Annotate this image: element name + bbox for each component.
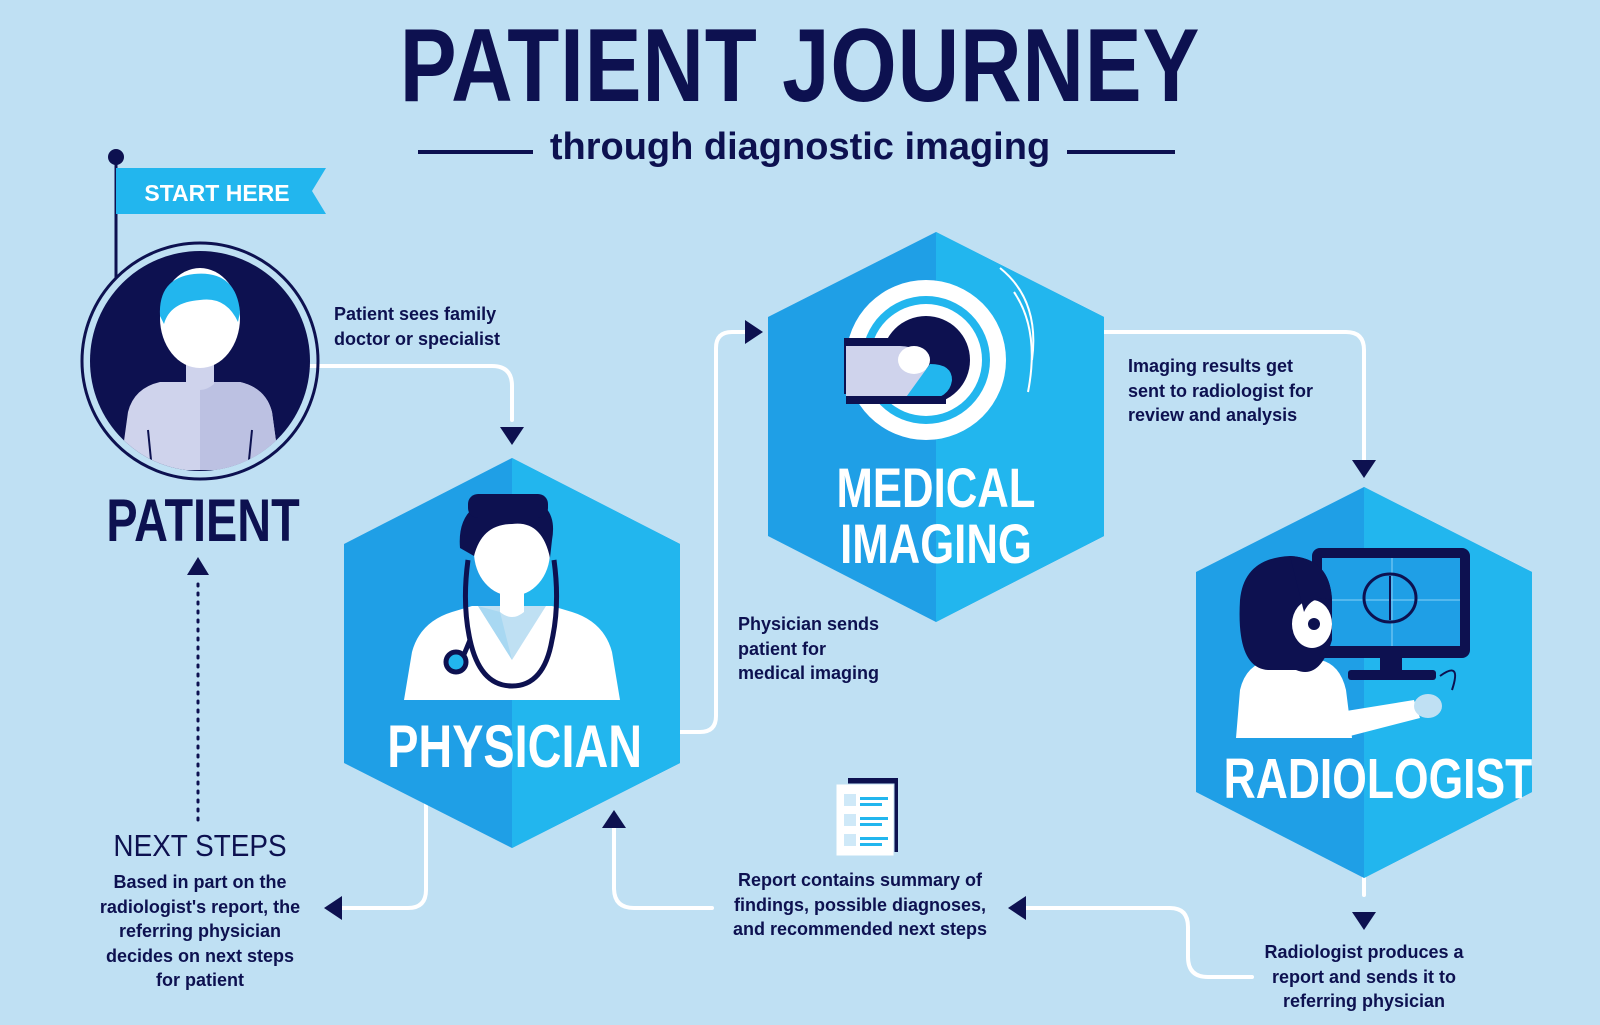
arrow-left-report [1008,896,1026,920]
next-steps-description: Based in part on the radiologist's repor… [72,870,328,993]
start-flag-label: START HERE [144,180,290,206]
step-text-line: Imaging results get [1128,356,1294,376]
start-flag [108,149,326,278]
connector-physician-to-next-steps [336,798,428,910]
step-physician-to-imaging: Physician sends patient for medical imag… [738,612,879,686]
connector-imaging-to-radiologist [1102,330,1366,462]
arrow-up-patient [187,557,209,575]
step-text-line: report and sends it to [1271,966,1457,987]
step-text-line: Patient sees family [334,304,497,324]
radiologist-label: RADIOLOGIST [1223,747,1533,811]
step-patient-to-physician: Patient sees family doctor or specialist [334,302,500,351]
arrow-right-imaging [745,320,763,344]
patient-icon [120,268,280,471]
connector-patient-to-physician [308,364,514,422]
arrow-down-radiologist [1352,460,1376,478]
arrow-down-physician [500,427,524,445]
connectors [308,330,1366,979]
patient-node [80,241,320,481]
step-text-line: and recommended next steps [732,919,988,939]
arrow-left-next-steps [324,896,342,920]
step-text-line: patient for [738,638,826,659]
medical-imaging-node [768,232,1104,622]
connector-report-to-physician [612,826,714,910]
step-text-line: doctor or specialist [334,328,501,349]
step-text-line: for patient [156,970,244,990]
page-title: PATIENT JOURNEY [399,8,1201,124]
report-document-icon [835,778,898,857]
step-text-line: Physician sends [738,614,880,634]
arrow-down-report [1352,912,1376,930]
step-text-line: decides on next steps [105,945,295,966]
step-text-line: sent to radiologist for [1128,380,1314,401]
connector-report-return [1014,906,1254,979]
page-subtitle: through diagnostic imaging [549,126,1051,168]
step-text-line: Based in part on the [113,872,287,892]
step-imaging-to-radiologist: Imaging results get sent to radiologist … [1128,354,1313,428]
step-text-line: referring physician [1282,991,1446,1011]
connector-physician-to-imaging [676,330,750,734]
next-steps-title: NEXT STEPS [113,828,287,863]
step-text-line: findings, possible diagnoses, [733,894,987,915]
physician-node [344,458,680,848]
step-text-line: radiologist's report, the [99,896,301,917]
radiologist-node [1196,487,1532,878]
step-text-line: review and analysis [1128,405,1298,425]
step-report-contents: Report contains summary of findings, pos… [712,868,1008,942]
medical-imaging-label-line1: MEDICAL [836,456,1036,519]
medical-imaging-label-line2: IMAGING [840,512,1032,575]
patient-label: PATIENT [106,487,300,554]
step-text-line: Radiologist produces a [1264,942,1464,962]
mri-scanner-icon [844,267,1035,440]
physician-label: PHYSICIAN [387,713,643,780]
step-text-line: medical imaging [738,663,880,683]
radiologist-icon [1236,548,1470,738]
step-text-line: Report contains summary of [737,870,983,890]
arrowheads [187,320,1376,930]
step-radiologist-report: Radiologist produces a report and sends … [1234,940,1494,1014]
arrow-up-physician [602,810,626,828]
step-text-line: referring physician [118,921,282,941]
physician-icon [404,494,620,700]
